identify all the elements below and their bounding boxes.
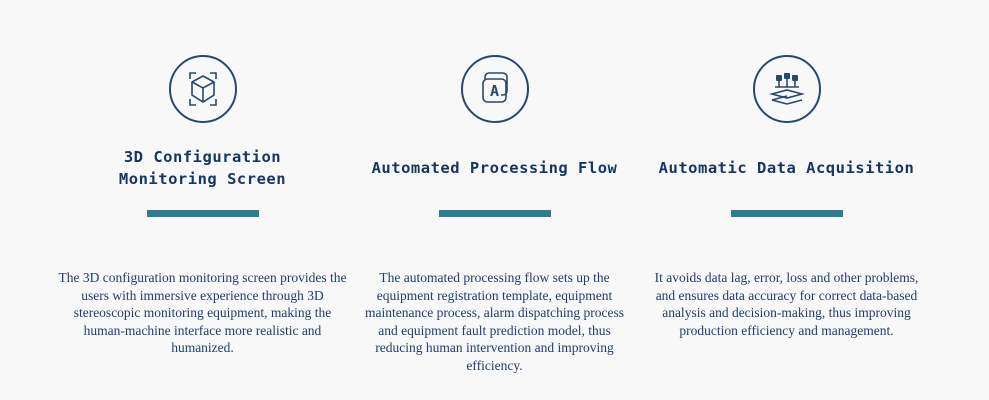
data-acquisition-icon: [752, 54, 822, 124]
feature-title: 3D Configuration Monitoring Screen: [118, 148, 287, 188]
feature-title-box: Automatic Data Acquisition: [659, 140, 915, 198]
feature-3d-configuration: 3D Configuration Monitoring Screen The 3…: [53, 54, 353, 374]
accent-bar: [146, 210, 259, 217]
feature-description: The 3D configuration monitoring screen p…: [58, 270, 347, 356]
accent-bar: [438, 210, 551, 217]
svg-text:A: A: [489, 82, 498, 100]
features-section: 3D Configuration Monitoring Screen The 3…: [53, 54, 937, 374]
accent-bar: [730, 210, 843, 217]
feature-automated-processing: A Automated Processing Flow The automate…: [345, 54, 645, 374]
feature-description: The automated processing flow sets up th…: [364, 270, 625, 373]
feature-data-acquisition: Automatic Data Acquisition It avoids dat…: [637, 54, 937, 374]
feature-description: It avoids data lag, error, loss and othe…: [654, 270, 919, 338]
feature-title: Automatic Data Acquisition: [658, 159, 915, 178]
feature-title: Automated Processing Flow: [371, 159, 618, 178]
3d-cube-icon: [168, 54, 238, 124]
feature-title-box: 3D Configuration Monitoring Screen: [119, 140, 286, 198]
automated-flow-icon: A: [460, 54, 530, 124]
feature-title-box: Automated Processing Flow: [372, 140, 618, 198]
